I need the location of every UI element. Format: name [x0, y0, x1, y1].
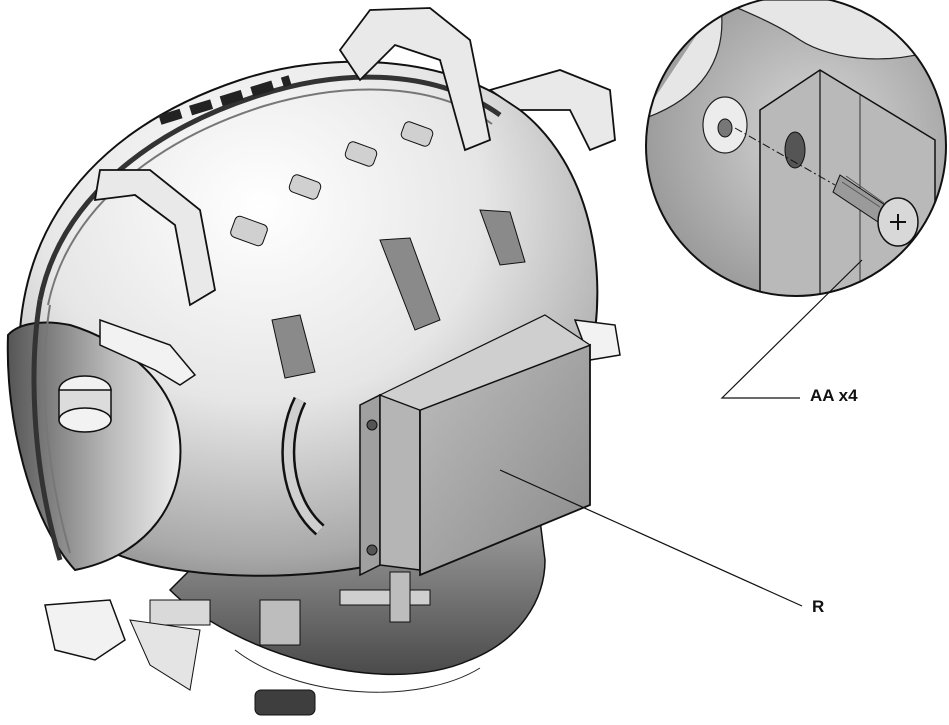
detail-view: [645, 0, 947, 297]
vent-slots: [158, 75, 526, 379]
side-knobs: [44, 318, 621, 661]
callout-label-r: R: [812, 597, 825, 616]
leader-lines: [499, 259, 863, 607]
leader-line-aa: [720, 259, 863, 399]
screw-detail: [832, 174, 919, 247]
callout-label-aa: AA x4: [810, 386, 858, 405]
mounting-bracket-assembly: [129, 314, 592, 691]
face-opening: [6, 321, 182, 572]
leader-line-r: [499, 469, 803, 607]
top-strap-brackets: [93, 7, 616, 307]
